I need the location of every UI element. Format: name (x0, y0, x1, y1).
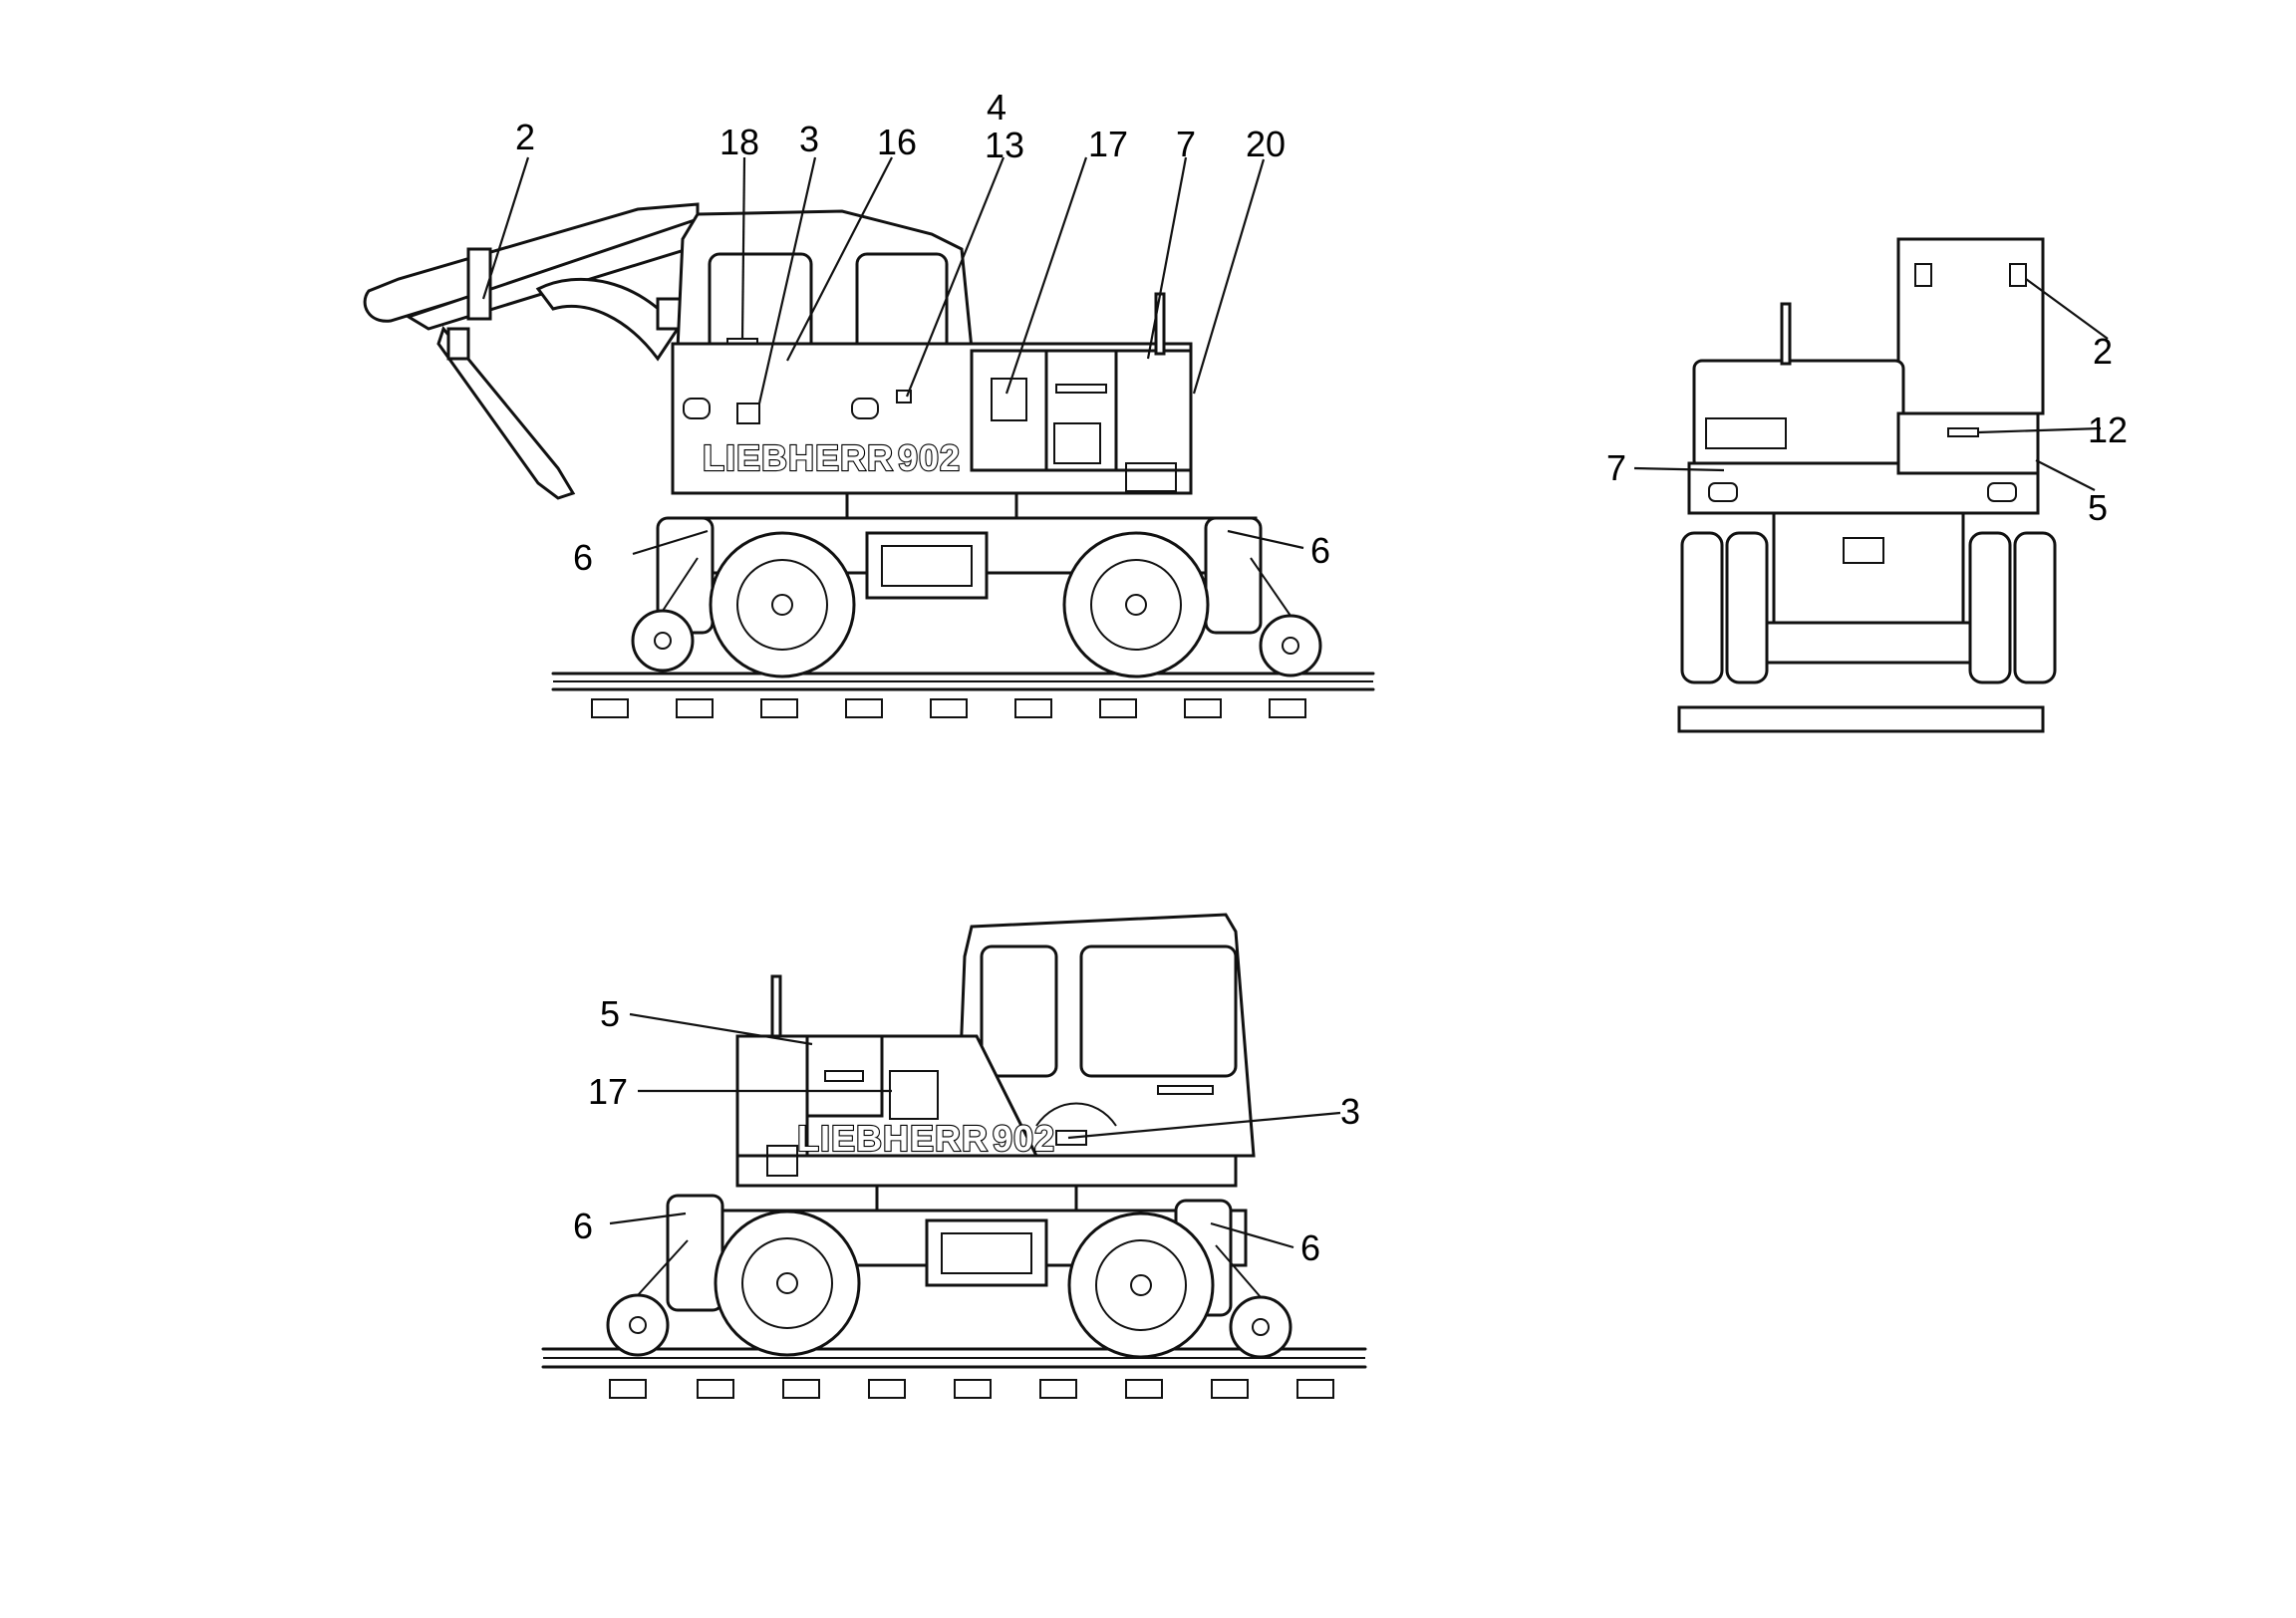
rail-wheels (631, 557, 1322, 677)
callout-label: 16 (877, 122, 917, 162)
callout-label: 3 (1340, 1091, 1360, 1132)
callout-label: 12 (2088, 409, 2128, 450)
rail-track-lower (541, 1347, 1367, 1399)
upper-body-lower (735, 974, 1238, 1188)
callout-label: 2 (515, 117, 535, 157)
rear-engine-hood (1692, 359, 1905, 470)
callout-label: 6 (1310, 530, 1330, 571)
callout-label: 7 (1176, 124, 1196, 164)
rear-cab (1896, 237, 2045, 415)
callout-label: 13 (985, 125, 1024, 165)
leader-lines-rear (1633, 278, 2109, 491)
rail-wheels-lower (606, 1239, 1292, 1359)
excavator-boom (363, 202, 701, 500)
road-wheels-lower (714, 1210, 1215, 1359)
callout-label: 17 (588, 1071, 628, 1112)
rail-track (551, 672, 1375, 718)
leader-lines-left (481, 156, 1304, 556)
callout-label: 5 (2088, 487, 2108, 528)
callout-labels-left: 2 18 3 16 4 13 17 7 20 6 6 (515, 87, 1330, 578)
rear-tires (1680, 531, 2057, 684)
callout-labels-lower: 5 17 3 6 6 (573, 993, 1360, 1268)
callout-label: 6 (573, 1206, 593, 1246)
callout-label: 2 (2093, 331, 2113, 372)
callout-label: 18 (719, 122, 759, 162)
upper-body (671, 292, 1193, 495)
road-wheels (709, 531, 1210, 678)
callout-label: 6 (573, 537, 593, 578)
callout-label: 20 (1246, 124, 1286, 164)
rear-lower-panel (1896, 411, 2040, 475)
callout-label: 6 (1300, 1227, 1320, 1268)
rear-view: 2 12 5 7 (1606, 237, 2128, 733)
callout-label: 5 (600, 993, 620, 1034)
callout-label: 3 (799, 119, 819, 159)
callout-label: 4 (987, 87, 1006, 128)
leader-lines-lower (609, 1012, 1341, 1249)
rail-track-rear (1677, 705, 2045, 733)
callout-label: 17 (1088, 124, 1128, 164)
callout-label: 7 (1606, 447, 1626, 488)
cab-lower (955, 913, 1256, 1158)
callout-labels-rear: 2 12 5 7 (1606, 331, 2128, 528)
